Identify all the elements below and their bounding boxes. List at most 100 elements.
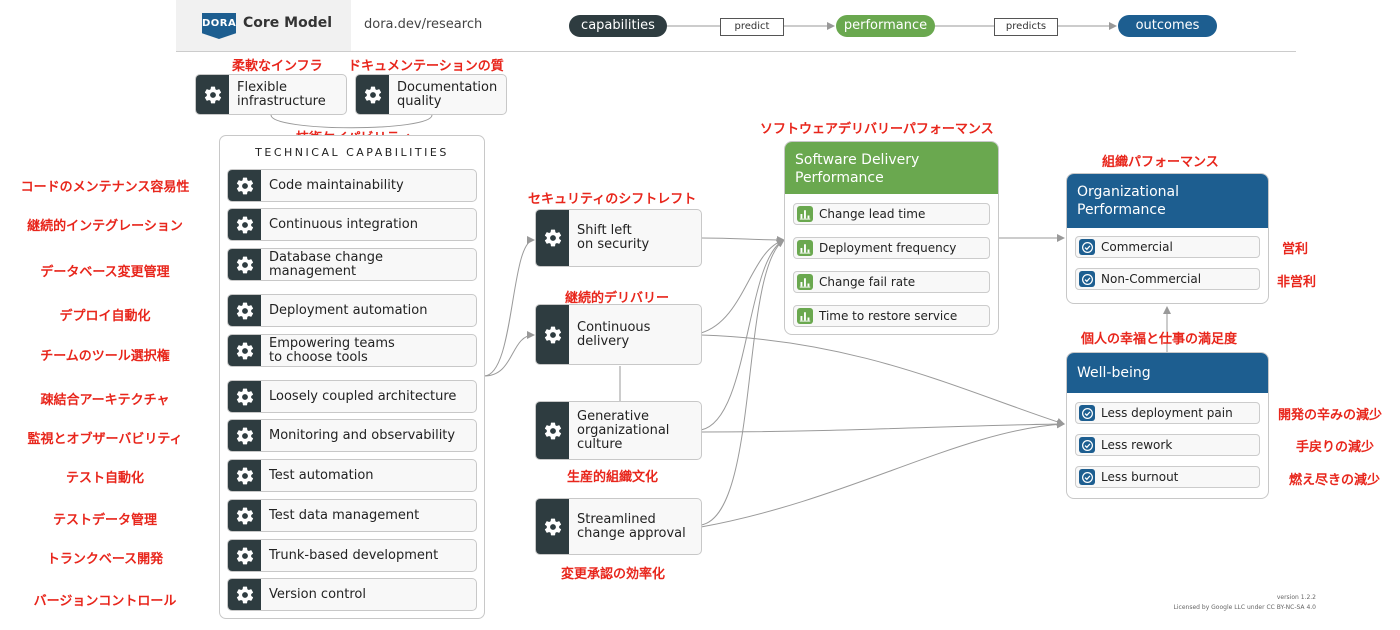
flow-capabilities-pill: capabilities — [569, 15, 667, 37]
jp-label-generative-organizational-culture: 生産的組織文化 — [567, 470, 659, 485]
capability-continuous-delivery: Continuous delivery — [535, 304, 702, 365]
gear-icon — [536, 499, 569, 554]
version-text: version 1.2.2 — [1276, 594, 1316, 601]
jp-label-trunk-based-development: トランクベース開発 — [46, 552, 164, 567]
jp-label-org-performance: 組織パフォーマンス — [1102, 155, 1219, 170]
metric-label: Change lead time — [819, 207, 926, 221]
gear-icon — [228, 209, 261, 240]
check-circle-icon — [1079, 405, 1095, 421]
sdp-title: Software Delivery Performance — [785, 142, 998, 194]
jp-label-wellbeing: 個人の幸福と仕事の満足度 — [1081, 332, 1238, 347]
gear-icon — [228, 579, 261, 610]
capability-continuous-integration: Continuous integration — [227, 208, 477, 241]
capability-label: Continuous delivery — [577, 319, 651, 349]
outcome-label: Less rework — [1101, 438, 1173, 452]
outcome-label: Less burnout — [1101, 470, 1179, 484]
bar-chart-icon — [797, 308, 813, 324]
capability-label: Database change management — [269, 249, 384, 279]
jp-label-documentation-quality: ドキュメンテーションの質 — [348, 59, 504, 74]
capability-loosely-coupled-architecture: Loosely coupled architecture — [227, 380, 477, 413]
capability-label: Test data management — [269, 507, 420, 523]
flow-predict-label: predict — [720, 18, 784, 36]
gear-icon — [228, 540, 261, 571]
jp-label-loosely-coupled-architecture: 疎結合アーキテクチャ — [40, 393, 170, 408]
capability-label: Monitoring and observability — [269, 427, 456, 443]
jp-label-empowering-teams-to-choose-tools: チームのツール選択権 — [40, 349, 170, 364]
jp-label-monitoring-and-observability: 監視とオブザーバビリティ — [27, 432, 183, 447]
gear-icon — [228, 500, 261, 531]
bar-chart-icon — [797, 206, 813, 222]
capability-code-maintainability: Code maintainability — [227, 169, 477, 202]
gear-icon — [536, 210, 569, 266]
site-link[interactable]: dora.dev/research — [364, 17, 483, 32]
wellbeing-outcome: Less burnout — [1075, 466, 1260, 488]
jp-label-version-control: バージョンコントロール — [33, 594, 177, 609]
wellbeing-title: Well-being — [1067, 353, 1268, 393]
gear-icon — [356, 75, 389, 114]
gear-icon — [536, 402, 569, 459]
technical-capabilities-title: TECHNICAL CAPABILITIES — [255, 146, 449, 159]
gear-icon — [228, 335, 261, 366]
outcome-label: Commercial — [1101, 240, 1173, 254]
jp-label-database-change-management: データベース変更管理 — [40, 265, 170, 280]
jp-label-less-burnout: 燃え尽きの減少 — [1289, 473, 1381, 488]
capability-streamlined-change-approval: Streamlined change approval — [535, 498, 702, 555]
jp-label-continuous-delivery: 継続的デリバリー — [565, 291, 670, 306]
outcome-label: Non-Commercial — [1101, 272, 1202, 286]
software-delivery-performance-box: Software Delivery Performance Change lea… — [784, 141, 999, 335]
sdp-metric: Time to restore service — [793, 305, 990, 327]
capability-label: Code maintainability — [269, 177, 404, 193]
sdp-metric: Deployment frequency — [793, 237, 990, 259]
jp-label-continuous-integration: 継続的インテグレーション — [27, 219, 183, 234]
metric-label: Deployment frequency — [819, 241, 957, 255]
gear-icon — [228, 249, 261, 280]
jp-label-test-automation: テスト自動化 — [65, 471, 144, 486]
check-circle-icon — [1079, 437, 1095, 453]
capability-shift-left-on-security: Shift left on security — [535, 209, 702, 267]
jp-label-sdp: ソフトウェアデリバリーパフォーマンス — [760, 122, 994, 137]
jp-label-non-commercial: 非営利 — [1277, 275, 1317, 290]
check-circle-icon — [1079, 239, 1095, 255]
capability-label: Test automation — [269, 467, 374, 483]
capability-label: Trunk-based development — [269, 547, 439, 563]
capability-label: Documentation quality — [397, 79, 498, 109]
bar-chart-icon — [797, 274, 813, 290]
capability-test-data-management: Test data management — [227, 499, 477, 532]
check-circle-icon — [1079, 469, 1095, 485]
capability-deployment-automation: Deployment automation — [227, 294, 477, 327]
gear-icon — [228, 420, 261, 451]
wellbeing-outcome: Less deployment pain — [1075, 402, 1260, 424]
jp-label-commercial: 営利 — [1282, 242, 1309, 257]
header-divider — [176, 51, 1296, 52]
capability-monitoring-and-observability: Monitoring and observability — [227, 419, 477, 452]
bar-chart-icon — [797, 240, 813, 256]
dora-logo: DORA — [202, 13, 236, 39]
capability-label: Continuous integration — [269, 216, 418, 232]
org-title: Organizational Performance — [1067, 174, 1268, 228]
flow-predicts-label: predicts — [994, 18, 1058, 36]
capability-flexible-infrastructure: Flexible infrastructure — [195, 74, 347, 115]
outcome-label: Less deployment pain — [1101, 406, 1233, 420]
logo-text: Core Model — [243, 15, 333, 31]
capability-label: Empowering teams to choose tools — [269, 335, 395, 365]
gear-icon — [196, 75, 229, 114]
jp-label-less-deployment-pain: 開発の辛みの減少 — [1278, 408, 1383, 423]
capability-generative-organizational-culture: Generative organizational culture — [535, 401, 702, 460]
capability-documentation-quality: Documentation quality — [355, 74, 507, 115]
org-outcome: Non-Commercial — [1075, 268, 1260, 290]
check-circle-icon — [1079, 271, 1095, 287]
wellbeing-outcome: Less rework — [1075, 434, 1260, 456]
capability-label: Deployment automation — [269, 302, 428, 318]
capability-label: Loosely coupled architecture — [269, 388, 457, 404]
sdp-metric: Change fail rate — [793, 271, 990, 293]
capability-label: Shift left on security — [577, 223, 650, 252]
license-text: Licensed by Google LLC under CC BY-NC-SA… — [1173, 604, 1316, 611]
jp-label-test-data-management: テストデータ管理 — [52, 513, 157, 528]
capability-label: Streamlined change approval — [577, 511, 686, 541]
org-outcome: Commercial — [1075, 236, 1260, 258]
capability-version-control: Version control — [227, 578, 477, 611]
metric-label: Change fail rate — [819, 275, 916, 289]
capability-label: Flexible infrastructure — [237, 79, 326, 109]
capability-trunk-based-development: Trunk-based development — [227, 539, 477, 572]
